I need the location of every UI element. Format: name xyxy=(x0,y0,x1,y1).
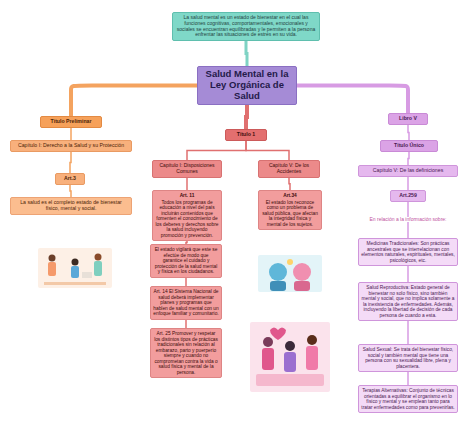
node-text: Art.3 xyxy=(58,176,82,182)
connector-line xyxy=(407,372,409,385)
bench xyxy=(256,374,324,386)
article-box: Art. 25 Promover y respetar los distinto… xyxy=(150,328,222,378)
node-text: Título 1 xyxy=(228,132,264,138)
illustration-panel xyxy=(38,248,112,288)
person-body xyxy=(284,352,296,372)
connector-line xyxy=(297,85,408,113)
connector-line xyxy=(70,185,71,197)
node-text: Capítulo V: De las definiciones xyxy=(361,168,455,174)
connector-line xyxy=(408,152,409,165)
connector-line xyxy=(289,178,290,191)
heads-illustration xyxy=(258,255,322,292)
article-text-box: El estado vigilará que este se efectúe d… xyxy=(150,244,222,278)
node-text: Salud Reproductiva: Estado general de bi… xyxy=(361,285,455,318)
definition-box: La salud mental es un estado de bienesta… xyxy=(172,12,320,41)
heart-symbol xyxy=(270,328,286,341)
person-head xyxy=(285,341,295,351)
node-text: Art. 25 Promover y respetar los distinto… xyxy=(153,331,219,375)
illustration-panel xyxy=(250,322,330,392)
person-body xyxy=(94,261,102,276)
connector-line xyxy=(407,266,409,282)
node-text: Todos los programas de educación a nivel… xyxy=(155,200,219,239)
definition-box: Salud Sexual: Se trata del bienestar fís… xyxy=(358,344,458,372)
node-text: Art.259 xyxy=(393,193,423,199)
branch-box: Libro V xyxy=(388,113,428,125)
article-text-box: La salud es el completo estado de bienes… xyxy=(10,197,132,215)
definition-box: Terapias Alternativas: Conjunto de técni… xyxy=(358,385,458,413)
node-text: Título Único xyxy=(383,143,435,149)
definition-box: Medicinas Tradicionales: Son prácticas a… xyxy=(358,238,458,266)
connector-line xyxy=(70,152,71,173)
node-text: La salud es el completo estado de bienes… xyxy=(13,200,129,212)
head-silhouette xyxy=(269,263,287,281)
node-heading: Art.34 xyxy=(261,193,319,199)
branch-box: Título Preliminar xyxy=(40,116,102,128)
person-head xyxy=(49,255,56,262)
person-head xyxy=(95,254,102,261)
illustration-floor xyxy=(44,282,106,285)
connector-line xyxy=(407,177,409,190)
node-text: Libro V xyxy=(391,116,425,122)
idea-dot xyxy=(287,259,293,265)
article-box: Art.34El estado los reconoce como un pro… xyxy=(258,190,322,230)
person-body xyxy=(48,262,56,276)
node-text: Capítulo I: Derecho a la Salud y su Prot… xyxy=(13,143,129,149)
node-text: La salud mental es un estado de bienesta… xyxy=(175,15,317,38)
node-text: Art. 14 El Sistema Nacional de salud deb… xyxy=(153,289,219,317)
edge-label: En relación a la información sobre: xyxy=(369,217,448,223)
definition-box: Salud Reproductiva: Estado general de bi… xyxy=(358,282,458,321)
chapter-box: Capítulo V: De las definiciones xyxy=(358,165,458,177)
article-box: Art. 11Todos los programas de educación … xyxy=(152,190,222,241)
article-box: Art.259 xyxy=(390,190,426,202)
node-text: El estado los reconoce como un problema … xyxy=(261,200,319,228)
connector-line xyxy=(70,128,72,140)
connector-line xyxy=(246,141,289,160)
branch-box: Título 1 xyxy=(225,129,267,141)
person-body xyxy=(262,348,274,370)
node-text: Terapias Alternativas: Conjunto de técni… xyxy=(361,388,455,410)
node-text: Capítulo V: De los Accidentes xyxy=(261,163,317,175)
person-head xyxy=(263,337,273,347)
laptop xyxy=(82,272,92,278)
chapter-box: Capítulo V: De los Accidentes xyxy=(258,160,320,178)
article-box: Art. 14 El Sistema Nacional de salud deb… xyxy=(150,286,222,320)
node-text: Salud Sexual: Se trata del bienestar fís… xyxy=(361,347,455,369)
connector-line xyxy=(187,141,246,160)
shoulders xyxy=(270,281,286,291)
connector-line xyxy=(407,321,409,344)
node-text: Título Preliminar xyxy=(43,119,99,125)
illustration-panel xyxy=(258,255,322,292)
connector-line xyxy=(246,41,247,66)
head-silhouette xyxy=(293,263,311,281)
node-text: El estado vigilará que este se efectúe d… xyxy=(153,247,219,275)
connector-line xyxy=(185,320,187,328)
node-text: Capítulo I: Disposiciones Comunes xyxy=(155,163,219,175)
connector-line xyxy=(71,85,197,116)
shoulders xyxy=(294,281,310,291)
people-illustration xyxy=(38,248,112,288)
article-box: Art.3 xyxy=(55,173,85,185)
connector-line xyxy=(246,105,247,129)
group-illustration xyxy=(250,322,330,392)
chapter-box: Capítulo I: Disposiciones Comunes xyxy=(152,160,222,178)
node-text: Salud Mental en la Ley Orgánica de Salud xyxy=(200,69,294,102)
title-box: Título Único xyxy=(380,140,438,152)
connector-line xyxy=(408,125,409,140)
connector-line xyxy=(186,178,188,191)
node-heading: Art. 11 xyxy=(155,193,219,199)
person-body xyxy=(71,266,79,278)
central-topic: Salud Mental en la Ley Orgánica de Salud xyxy=(197,66,297,105)
chapter-box: Capítulo I: Derecho a la Salud y su Prot… xyxy=(10,140,132,152)
connector-line xyxy=(185,278,187,286)
person-head xyxy=(72,259,79,266)
node-text: Medicinas Tradicionales: Son prácticas a… xyxy=(361,241,455,263)
person-body xyxy=(306,346,318,370)
person-head xyxy=(307,335,317,345)
